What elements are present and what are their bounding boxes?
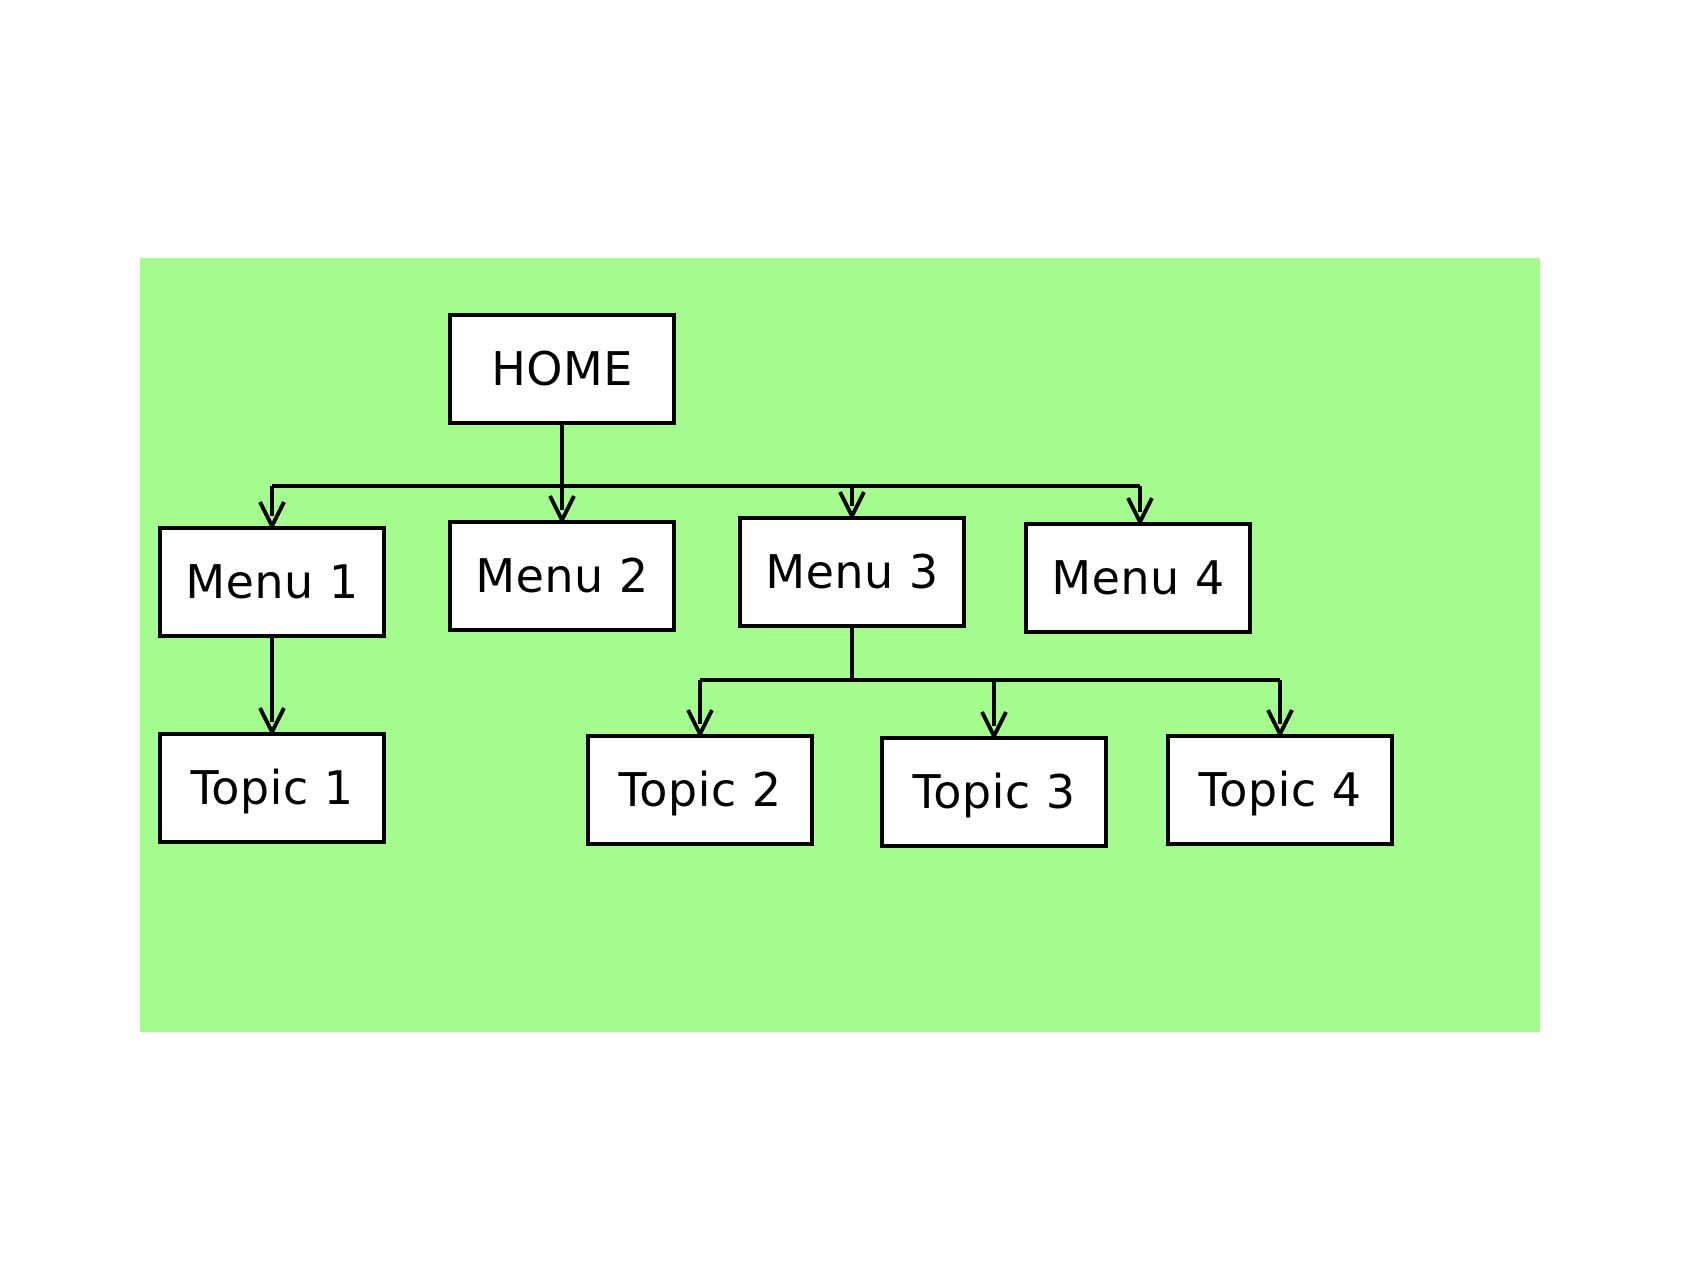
node-topic-4-label: Topic 4: [1198, 763, 1362, 817]
node-menu-4-label: Menu 4: [1051, 551, 1225, 605]
node-menu-2[interactable]: Menu 2: [448, 520, 676, 632]
diagram-connectors: [258, 425, 1294, 741]
node-menu-2-label: Menu 2: [475, 549, 649, 603]
node-home-label: HOME: [491, 342, 633, 396]
node-menu-3[interactable]: Menu 3: [738, 516, 966, 628]
node-topic-3[interactable]: Topic 3: [880, 736, 1108, 848]
node-topic-2[interactable]: Topic 2: [586, 734, 814, 846]
diagram-canvas: HOME Menu 1 Menu 2 Menu 3 Menu 4 Topic 1…: [140, 258, 1540, 1032]
node-topic-2-label: Topic 2: [618, 763, 782, 817]
node-topic-4[interactable]: Topic 4: [1166, 734, 1394, 846]
node-home[interactable]: HOME: [448, 313, 676, 425]
node-menu-4[interactable]: Menu 4: [1024, 522, 1252, 634]
node-topic-1[interactable]: Topic 1: [158, 732, 386, 844]
node-menu-1-label: Menu 1: [185, 555, 359, 609]
node-menu-1[interactable]: Menu 1: [158, 526, 386, 638]
node-topic-1-label: Topic 1: [190, 761, 354, 815]
node-menu-3-label: Menu 3: [765, 545, 939, 599]
node-topic-3-label: Topic 3: [912, 765, 1076, 819]
